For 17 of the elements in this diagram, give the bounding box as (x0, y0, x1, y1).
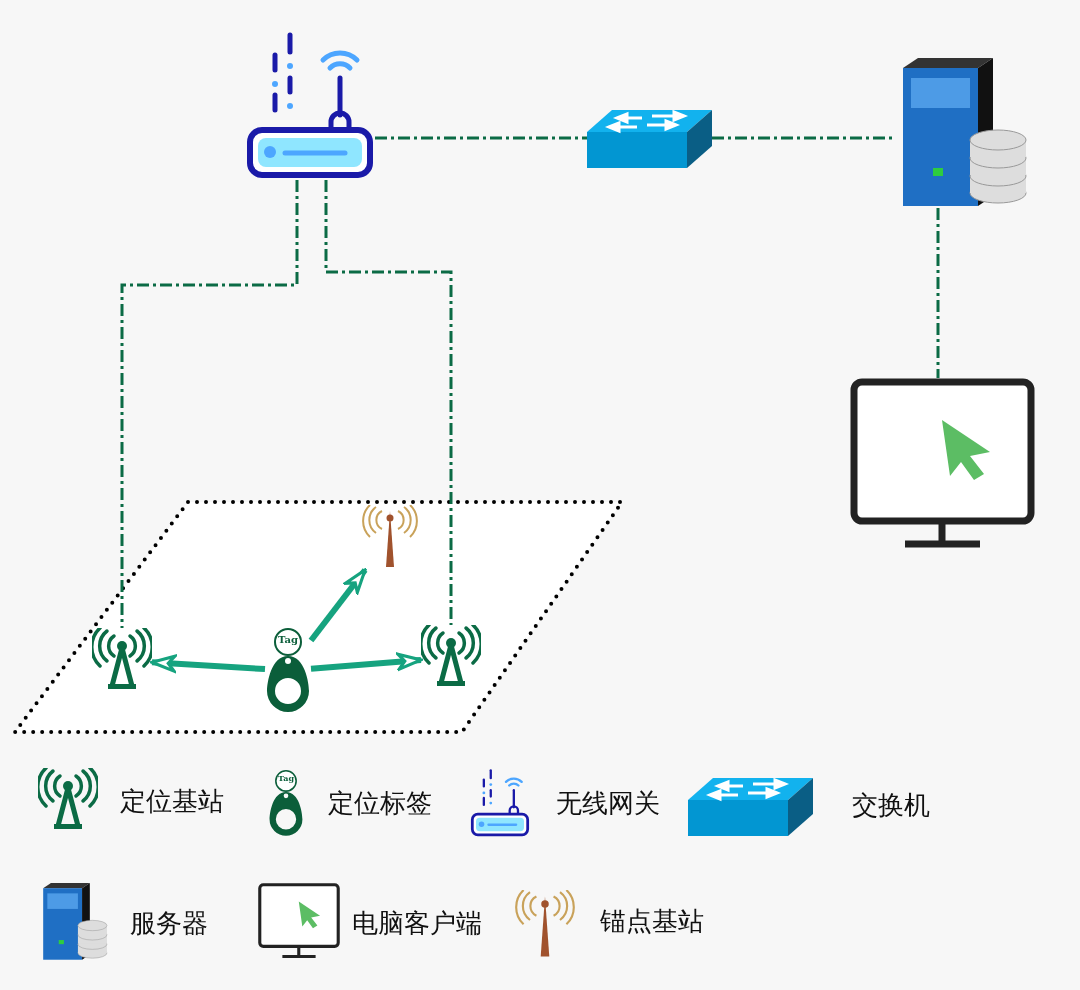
legend-label: 交换机 (852, 792, 930, 818)
arrow (308, 568, 368, 643)
connection-line (375, 136, 587, 140)
arrow (310, 652, 423, 672)
legend-label: 定位基站 (120, 788, 224, 814)
tag-text: Tag (277, 774, 295, 782)
connection-line (324, 180, 453, 625)
connection-line (120, 180, 299, 628)
arrow (150, 654, 266, 673)
connection-line (936, 208, 940, 378)
legend-label: 电脑客户端 (352, 910, 482, 936)
connection-line (712, 136, 893, 140)
legend-label: 服务器 (130, 910, 208, 936)
legend-label: 锚点基站 (600, 908, 704, 934)
legend-label: 无线网关 (556, 790, 660, 816)
tag-text: Tag (277, 635, 299, 645)
legend-label: 定位标签 (328, 790, 432, 816)
